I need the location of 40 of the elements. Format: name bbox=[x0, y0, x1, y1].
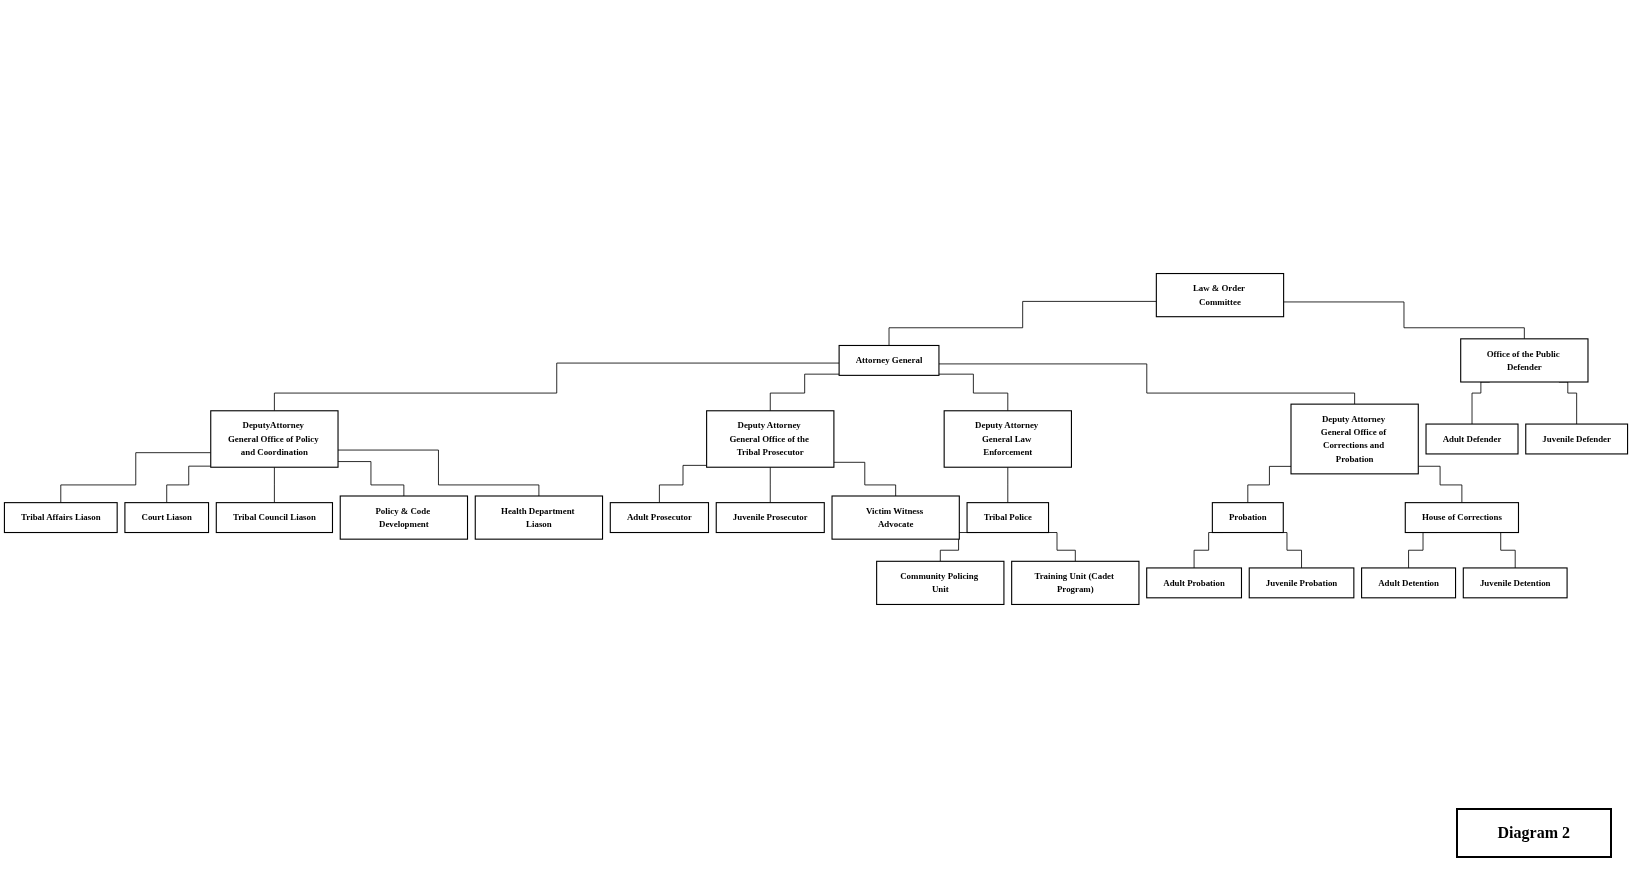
node-box: Community Policing Unit bbox=[876, 560, 1005, 605]
node-box: Training Unit (Cadet Program) bbox=[1011, 560, 1140, 605]
connector bbox=[1283, 301, 1525, 340]
node-box: Juvenile Detention bbox=[1462, 567, 1568, 599]
node-box: Adult Prosecutor bbox=[609, 502, 710, 534]
node-box: Probation bbox=[1211, 502, 1284, 534]
node-box: Adult Defender bbox=[1425, 423, 1519, 455]
node-box: DeputyAttorney General Office of Policy and Coordination bbox=[210, 410, 339, 468]
node-box: Deputy Attorney General Office of the Tribal Prosecutor bbox=[706, 410, 835, 468]
node-box: Court Liason bbox=[124, 502, 210, 534]
node-box: Attorney General bbox=[838, 344, 940, 376]
connector bbox=[1247, 465, 1292, 504]
node-box: Tribal Police bbox=[966, 502, 1050, 534]
connector bbox=[938, 363, 1356, 405]
connector bbox=[888, 301, 1157, 346]
node-box: Adult Probation bbox=[1146, 567, 1243, 599]
connector bbox=[1007, 466, 1009, 504]
figure-label: Diagram 2 bbox=[1455, 808, 1612, 858]
node-box: Juvenile Probation bbox=[1248, 567, 1355, 599]
connector bbox=[166, 465, 212, 504]
node-box: Health Department Liason bbox=[474, 495, 604, 540]
connector bbox=[833, 461, 897, 497]
node-box: Victim Witness Advocate bbox=[831, 495, 960, 540]
connector bbox=[273, 362, 840, 412]
node-box: House of Corrections bbox=[1404, 502, 1520, 534]
connector bbox=[938, 373, 1009, 412]
node-box: Policy & Code Development bbox=[339, 495, 469, 540]
node-box: Tribal Affairs Liason bbox=[3, 502, 118, 534]
node-box: Deputy Attorney General Office of Corrections and Probation bbox=[1290, 403, 1419, 475]
connector bbox=[769, 466, 771, 504]
node-box: Juvenile Defender bbox=[1525, 423, 1629, 455]
node-box: Adult Detention bbox=[1361, 567, 1457, 599]
connector bbox=[60, 452, 212, 504]
node-box: Tribal Council Liason bbox=[215, 502, 334, 534]
connector bbox=[273, 466, 275, 504]
node-box: Juvenile Prosecutor bbox=[715, 502, 825, 534]
node-box: Law & Order Committee bbox=[1155, 273, 1285, 318]
node-box: Office of the Public Defender bbox=[1460, 338, 1589, 383]
connector bbox=[769, 373, 840, 412]
node-box: Deputy Attorney General Law Enforcement bbox=[943, 410, 1072, 468]
